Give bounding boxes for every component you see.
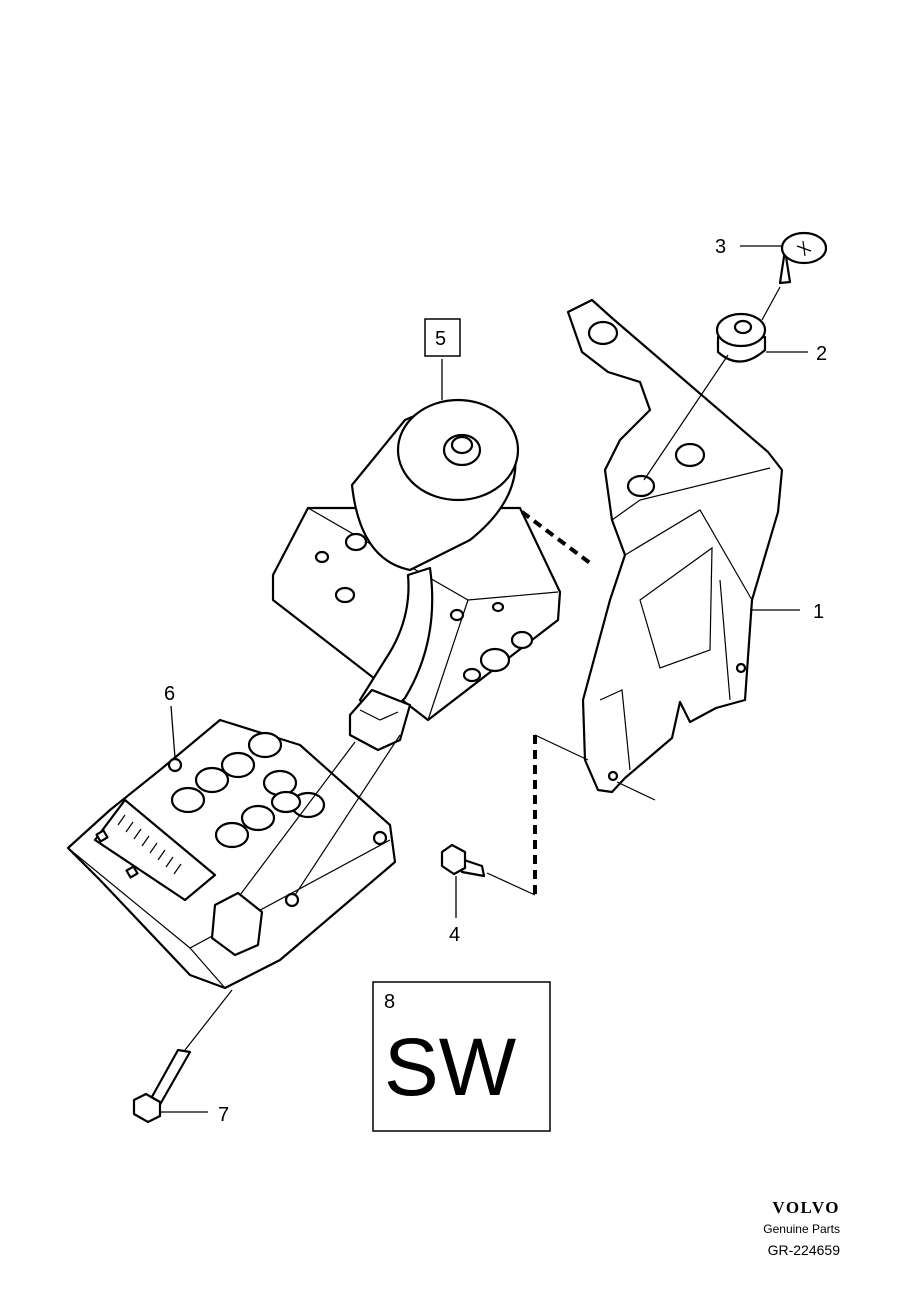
bracket-part	[566, 298, 784, 794]
bolt-7-part	[132, 1048, 192, 1124]
callout-2: 2	[816, 343, 827, 365]
leader-lines	[160, 245, 808, 1113]
bolt-4-part	[440, 843, 486, 878]
sw-label: SW	[384, 1022, 517, 1113]
sw-box	[372, 981, 551, 1132]
callout-3: 3	[715, 236, 726, 258]
connector-pins	[117, 814, 182, 875]
brand-block: VOLVO Genuine Parts GR-224659	[763, 1198, 840, 1258]
screw-part	[778, 231, 828, 285]
callout-8: 8	[384, 991, 395, 1013]
bushing-part	[715, 312, 767, 363]
diagram-reference: GR-224659	[767, 1242, 840, 1258]
assembly-lines	[184, 286, 781, 1051]
callout-5: 5	[435, 328, 446, 350]
callout-4: 4	[449, 924, 460, 946]
wiring-harness	[348, 566, 434, 752]
callout-7: 7	[218, 1104, 229, 1126]
callout-1: 1	[813, 601, 824, 623]
volvo-logo: VOLVO	[772, 1198, 840, 1217]
brand-subtitle: Genuine Parts	[763, 1222, 840, 1236]
callout-5-box	[424, 318, 461, 357]
callout-6: 6	[164, 683, 175, 705]
control-module-part	[66, 718, 397, 990]
